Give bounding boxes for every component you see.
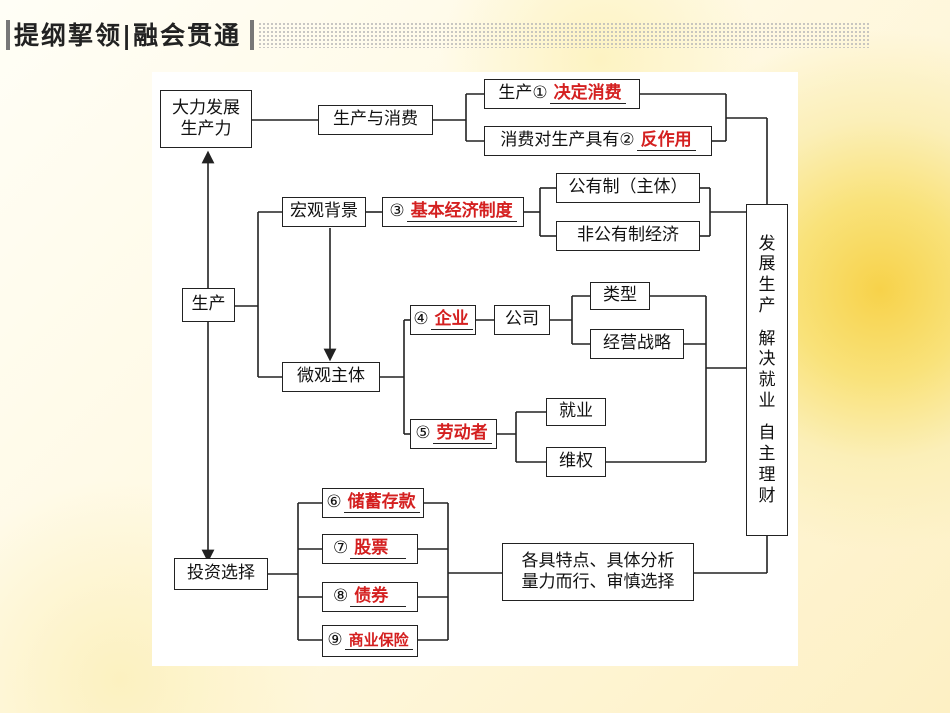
right-g2-c0: 解 bbox=[758, 328, 776, 349]
rights-box: 维权 bbox=[546, 447, 606, 477]
blank3-prefix: ③ bbox=[389, 201, 405, 222]
right-g1-c3: 产 bbox=[758, 295, 776, 316]
right-summary-column: 发 展 生 产 解 决 就 业 自 主 理 财 bbox=[746, 204, 788, 536]
production-box: 生产 bbox=[182, 288, 235, 322]
blank7-prefix: ⑦ bbox=[333, 538, 349, 559]
type-box: 类型 bbox=[590, 282, 650, 310]
right-g2-c2: 就 bbox=[758, 370, 776, 390]
employment-box: 就业 bbox=[546, 398, 606, 426]
blank8-prefix: ⑧ bbox=[333, 586, 349, 607]
blank2-prefix: 消费对生产具有② bbox=[500, 130, 635, 151]
blank2-answer: 反作用 bbox=[636, 131, 696, 151]
right-g3-c1: 主 bbox=[758, 444, 776, 465]
business-strategy-box: 经营战略 bbox=[590, 329, 684, 359]
blank6-prefix: ⑥ bbox=[326, 492, 342, 513]
header-divider-right bbox=[250, 20, 254, 50]
blank1-prefix: 生产① bbox=[498, 83, 548, 104]
right-g3-c0: 自 bbox=[758, 423, 776, 444]
company-box: 公司 bbox=[494, 305, 550, 335]
blank3-answer: 基本经济制度 bbox=[406, 202, 517, 222]
develop-line2: 生产力 bbox=[180, 119, 232, 139]
micro-subject-box: 微观主体 bbox=[282, 362, 380, 392]
blank6-answer: 储蓄存款 bbox=[343, 493, 420, 513]
blank3-box: ③ 基本经济制度 bbox=[382, 197, 524, 227]
right-g2-c3: 业 bbox=[758, 390, 776, 411]
header-title: 提纲挈领|融会贯通 bbox=[14, 21, 242, 50]
header-dot-pattern bbox=[258, 22, 870, 48]
blank8-answer: 债券 bbox=[350, 587, 407, 607]
blank9-box: ⑨ 商业保险 bbox=[322, 625, 418, 657]
right-g3-c3: 财 bbox=[758, 485, 776, 506]
right-g1-c0: 发 bbox=[758, 233, 776, 254]
blank9-prefix: ⑨ bbox=[327, 630, 343, 651]
features-line1: 各具特点、具体分析 bbox=[521, 550, 675, 571]
features-line2: 量力而行、审慎选择 bbox=[521, 572, 675, 592]
header: 提纲挈领|融会贯通 bbox=[0, 0, 950, 58]
blank6-box: ⑥ 储蓄存款 bbox=[322, 488, 424, 518]
blank8-box: ⑧ 债券 bbox=[322, 582, 418, 612]
right-g1-c1: 展 bbox=[758, 254, 776, 275]
blank7-box: ⑦ 股票 bbox=[322, 534, 418, 564]
investment-choice-box: 投资选择 bbox=[174, 558, 268, 590]
blank5-prefix: ⑤ bbox=[415, 423, 431, 444]
blank4-prefix: ④ bbox=[413, 309, 429, 330]
macro-background-box: 宏观背景 bbox=[282, 197, 366, 227]
right-g2-c1: 决 bbox=[758, 349, 776, 370]
blank1-answer: 决定消费 bbox=[549, 84, 626, 104]
blank5-box: ⑤ 劳动者 bbox=[410, 419, 497, 449]
develop-line1: 大力发展 bbox=[172, 97, 240, 118]
nonpublic-economy-box: 非公有制经济 bbox=[556, 221, 700, 251]
blank7-answer: 股票 bbox=[350, 539, 407, 559]
blank2-box: 消费对生产具有② 反作用 bbox=[484, 126, 712, 156]
blank9-answer: 商业保险 bbox=[344, 632, 413, 650]
blank4-box: ④ 企业 bbox=[410, 305, 476, 335]
blank4-answer: 企业 bbox=[430, 310, 473, 330]
blank1-box: 生产① 决定消费 bbox=[484, 79, 640, 109]
blank5-answer: 劳动者 bbox=[432, 424, 492, 444]
header-divider-left bbox=[6, 20, 10, 50]
features-box: 各具特点、具体分析 量力而行、审慎选择 bbox=[502, 543, 694, 601]
right-g1-c2: 生 bbox=[758, 275, 776, 296]
right-g3-c2: 理 bbox=[758, 464, 776, 485]
public-ownership-box: 公有制（主体） bbox=[556, 173, 700, 203]
develop-productivity-box: 大力发展 生产力 bbox=[160, 90, 252, 148]
production-consumption-box: 生产与消费 bbox=[318, 105, 433, 135]
